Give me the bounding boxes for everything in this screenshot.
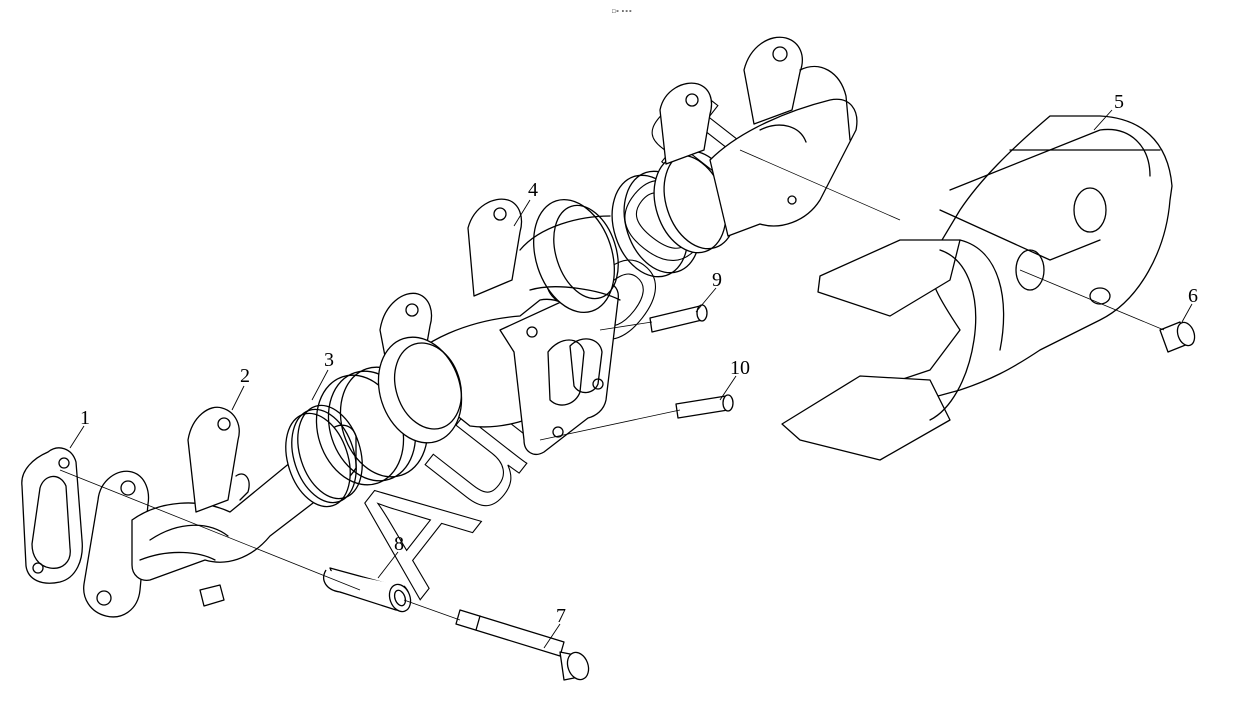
top-mark: □∘ ∘∘∘ [612,9,632,15]
part-10-stud [675,394,734,419]
part-8-spacer [323,567,412,613]
part-6-bolt [1159,321,1196,353]
callout-3: 3 [324,349,334,371]
part-9-stud [649,304,708,333]
callout-6: 6 [1188,285,1198,307]
callout-8: 8 [394,533,404,555]
part-1-gasket [21,447,83,584]
callout-1: 1 [80,407,90,429]
manifold-front-section [83,404,363,618]
callout-10: 10 [730,357,750,379]
manifold-middle-section [377,198,621,455]
part-7-long-bolt [455,609,590,681]
leader-lines [59,109,1193,649]
manifold-rear-section [611,36,858,278]
callout-9: 9 [712,269,722,291]
callout-5: 5 [1114,91,1124,113]
part-5-heat-shield [781,115,1173,461]
callout-labels: 1 2 3 4 5 6 7 8 9 10 [80,91,1198,627]
callout-4: 4 [528,179,538,201]
callout-7: 7 [556,605,566,627]
callout-2: 2 [240,365,250,387]
